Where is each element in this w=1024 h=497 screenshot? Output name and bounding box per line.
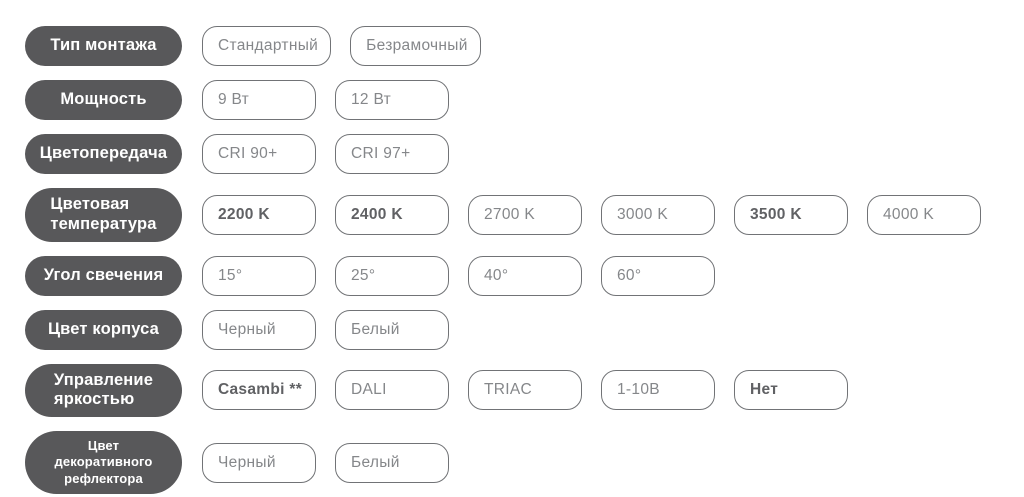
row-options: Casambi ** DALI TRIAC 1-10В Нет bbox=[202, 370, 848, 411]
option-pill[interactable]: 12 Вт bbox=[335, 80, 449, 120]
row-label: Мощность bbox=[25, 80, 182, 120]
row-options: Стандартный Безрамочный bbox=[202, 26, 481, 66]
spec-row: Цветопередача CRI 90+ CRI 97+ bbox=[25, 134, 1024, 174]
spec-row: Цвет декоративного рефлектора Черный Белы… bbox=[25, 431, 1024, 494]
row-label: Тип монтажа bbox=[25, 26, 182, 66]
option-pill[interactable]: Casambi ** bbox=[202, 370, 316, 411]
row-label-text: Цвет корпуса bbox=[47, 319, 160, 338]
row-options: 2200 K 2400 K 2700 K 3000 K 3500 K 4000 K bbox=[202, 194, 981, 235]
option-pill[interactable]: 4000 K bbox=[867, 194, 981, 235]
row-label-text: Цветопередача bbox=[39, 144, 168, 163]
option-pill[interactable]: Черный bbox=[202, 309, 316, 350]
row-label-text: Цветовая температура bbox=[50, 195, 157, 233]
row-options: CRI 90+ CRI 97+ bbox=[202, 134, 449, 174]
row-options: 15° 25° 40° 60° bbox=[202, 255, 715, 296]
option-pill[interactable]: 3000 K bbox=[601, 194, 715, 235]
row-label: Цветовая температура bbox=[25, 188, 182, 242]
row-options: Черный Белый bbox=[202, 309, 449, 350]
option-pill[interactable]: DALI bbox=[335, 370, 449, 411]
option-pill[interactable]: 2200 K bbox=[202, 194, 316, 235]
row-label-text: Цвет декоративного рефлектора bbox=[54, 438, 153, 486]
row-label: Цветопередача bbox=[25, 134, 182, 174]
row-label-text: Мощность bbox=[60, 90, 147, 109]
option-pill[interactable]: CRI 97+ bbox=[335, 134, 449, 174]
option-pill[interactable]: Стандартный bbox=[202, 26, 332, 66]
option-pill[interactable]: 2700 K bbox=[468, 194, 582, 235]
option-pill[interactable]: Белый bbox=[335, 309, 449, 350]
option-pill[interactable]: Черный bbox=[202, 442, 316, 483]
option-pill[interactable]: Белый bbox=[335, 442, 449, 483]
option-pill[interactable]: TRIAC bbox=[468, 370, 582, 411]
spec-row: Управление яркостью Casambi ** DALI TRIAC 1… bbox=[25, 363, 1024, 418]
option-pill[interactable]: 60° bbox=[601, 255, 715, 296]
spec-row: Угол свечения 15° 25° 40° 60° bbox=[25, 255, 1024, 296]
row-options: 9 Вт 12 Вт bbox=[202, 80, 449, 120]
option-pill[interactable]: 25° bbox=[335, 255, 449, 296]
option-pill[interactable]: 40° bbox=[468, 255, 582, 296]
option-pill[interactable]: 9 Вт bbox=[202, 80, 316, 120]
row-label-text: Тип монтажа bbox=[50, 36, 157, 55]
option-pill[interactable]: CRI 90+ bbox=[202, 134, 316, 174]
spec-row: Цвет корпуса Черный Белый bbox=[25, 309, 1024, 350]
option-pill[interactable]: 2400 K bbox=[335, 194, 449, 235]
row-label: Управление яркостью bbox=[25, 363, 182, 418]
spec-row: Цветовая температура 2200 K 2400 K 2700 K 3… bbox=[25, 188, 1024, 242]
option-pill[interactable]: Нет bbox=[734, 370, 848, 411]
option-pill[interactable]: Безрамочный bbox=[350, 26, 481, 66]
row-label: Угол свечения bbox=[25, 255, 182, 296]
row-options: Черный Белый bbox=[202, 442, 449, 483]
row-label-text: Угол свечения bbox=[43, 265, 164, 284]
option-pill[interactable]: 3500 K bbox=[734, 194, 848, 235]
spec-row: Мощность 9 Вт 12 Вт bbox=[25, 80, 1024, 120]
option-pill[interactable]: 1-10В bbox=[601, 370, 715, 411]
option-pill[interactable]: 15° bbox=[202, 255, 316, 296]
spec-row: Тип монтажа Стандартный Безрамочный bbox=[25, 26, 1024, 66]
row-label-text: Управление яркостью bbox=[53, 370, 154, 409]
row-label: Цвет декоративного рефлектора bbox=[25, 431, 182, 494]
row-label: Цвет корпуса bbox=[25, 309, 182, 350]
